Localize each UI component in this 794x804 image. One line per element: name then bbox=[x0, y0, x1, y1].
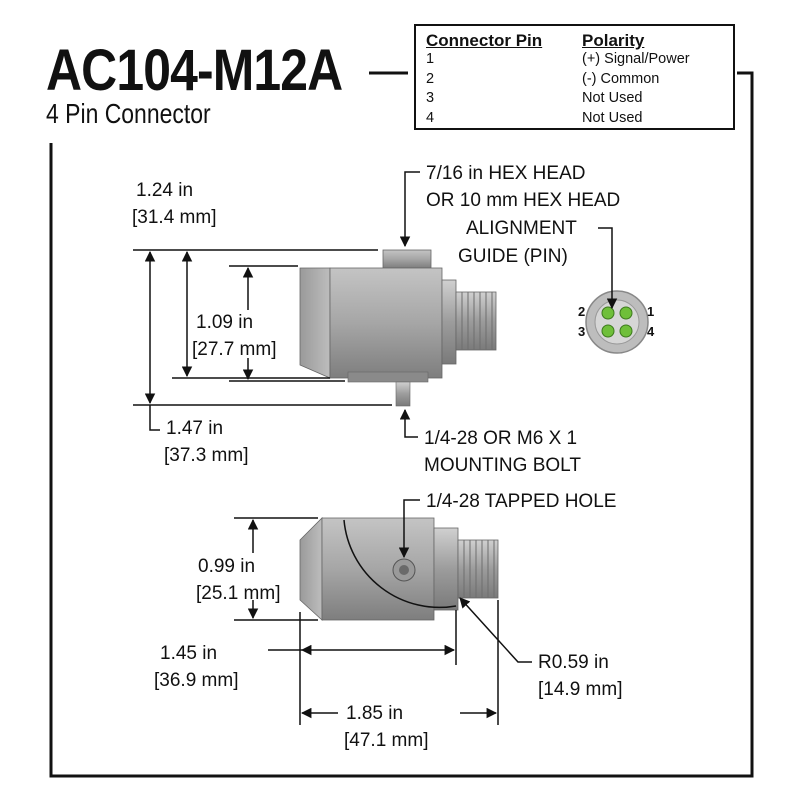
pin-label-1: 1 bbox=[647, 304, 654, 319]
mounting-bolt bbox=[395, 381, 411, 407]
pin-number: 3 bbox=[426, 90, 435, 106]
sensor-bottom-view bbox=[299, 517, 499, 621]
alignment-guide-label: GUIDE (PIN) bbox=[458, 246, 568, 267]
pin-polarity: Not Used bbox=[582, 90, 643, 106]
radius-arc bbox=[343, 519, 457, 609]
pin-polarity: (-) Common bbox=[582, 70, 660, 87]
sensor-body bbox=[329, 267, 443, 379]
dim-1-09-mm: [27.7 mm] bbox=[192, 339, 276, 360]
base-plate bbox=[347, 371, 429, 383]
dim-0-99-mm: [25.1 mm] bbox=[196, 583, 280, 604]
hex-head-label: 7/16 in HEX HEAD bbox=[426, 163, 585, 184]
pin-2-contact bbox=[601, 306, 615, 320]
pin-label-4: 4 bbox=[647, 324, 655, 339]
bottom-threads bbox=[463, 540, 495, 598]
col-polarity: Polarity bbox=[582, 31, 645, 50]
m12-connector bbox=[455, 291, 497, 351]
dim-1-85-mm: [47.1 mm] bbox=[344, 730, 428, 751]
dim-1-09-in: 1.09 in bbox=[196, 312, 253, 333]
dim-r0-59-mm: [14.9 mm] bbox=[538, 679, 622, 700]
dim-1-45-mm: [36.9 mm] bbox=[154, 670, 238, 691]
dim-r0-59-in: R0.59 in bbox=[538, 652, 609, 673]
sensor-side-view bbox=[299, 249, 497, 407]
dim-1-47-mm: [37.3 mm] bbox=[164, 445, 248, 466]
alignment-label: ALIGNMENT bbox=[466, 218, 577, 239]
pin-table-header: Connector Pin Polarity bbox=[416, 32, 733, 50]
hex-head bbox=[382, 249, 432, 269]
sensor-front-face bbox=[299, 267, 331, 379]
pin-4-contact bbox=[619, 324, 633, 338]
pin-1-contact bbox=[619, 306, 633, 320]
tapped-hole-label: 1/4-28 TAPPED HOLE bbox=[426, 491, 616, 512]
model-title: AC104-M12A bbox=[46, 38, 343, 103]
connector-face-view: 2 1 3 4 bbox=[578, 290, 655, 354]
dim-1-47-in: 1.47 in bbox=[166, 418, 223, 439]
connector-face-inner bbox=[594, 299, 640, 345]
dim-0-99-in: 0.99 in bbox=[198, 556, 255, 577]
mounting-bolt-label: MOUNTING BOLT bbox=[424, 455, 581, 476]
frame-outline bbox=[49, 71, 754, 778]
pin-label-2: 2 bbox=[578, 304, 585, 319]
table-row: 4 Not Used bbox=[416, 109, 733, 129]
bolt-label: 1/4-28 OR M6 X 1 bbox=[424, 428, 577, 449]
model-subtitle: 4 Pin Connector bbox=[46, 98, 211, 129]
col-connector-pin: Connector Pin bbox=[426, 31, 543, 50]
bottom-collar bbox=[433, 527, 459, 611]
connector-threads bbox=[461, 292, 493, 350]
tapped-hole-core bbox=[399, 565, 409, 575]
pin-3-contact bbox=[601, 324, 615, 338]
pin-polarity-table: Connector Pin Polarity 1 (+) Signal/Powe… bbox=[414, 24, 735, 130]
pin-number: 1 bbox=[426, 51, 435, 67]
pin-label-3: 3 bbox=[578, 324, 585, 339]
table-row: 1 (+) Signal/Power bbox=[416, 50, 733, 70]
dim-1-24-mm: [31.4 mm] bbox=[132, 207, 216, 228]
bottom-connector bbox=[457, 539, 499, 599]
hex-head-alt-label: OR 10 mm HEX HEAD bbox=[426, 190, 620, 211]
pin-polarity: (+) Signal/Power bbox=[582, 51, 690, 67]
table-row: 2 (-) Common bbox=[416, 70, 733, 90]
pin-number: 2 bbox=[426, 70, 435, 87]
dim-1-85-in: 1.85 in bbox=[346, 703, 403, 724]
dim-1-45-in: 1.45 in bbox=[160, 643, 217, 664]
table-row: 3 Not Used bbox=[416, 89, 733, 109]
bottom-front-face bbox=[299, 517, 323, 621]
dim-1-24-in: 1.24 in bbox=[136, 180, 193, 201]
pin-number: 4 bbox=[426, 109, 435, 126]
dimension-lines bbox=[133, 171, 618, 725]
pin-polarity: Not Used bbox=[582, 109, 643, 126]
connector-collar bbox=[441, 279, 457, 365]
